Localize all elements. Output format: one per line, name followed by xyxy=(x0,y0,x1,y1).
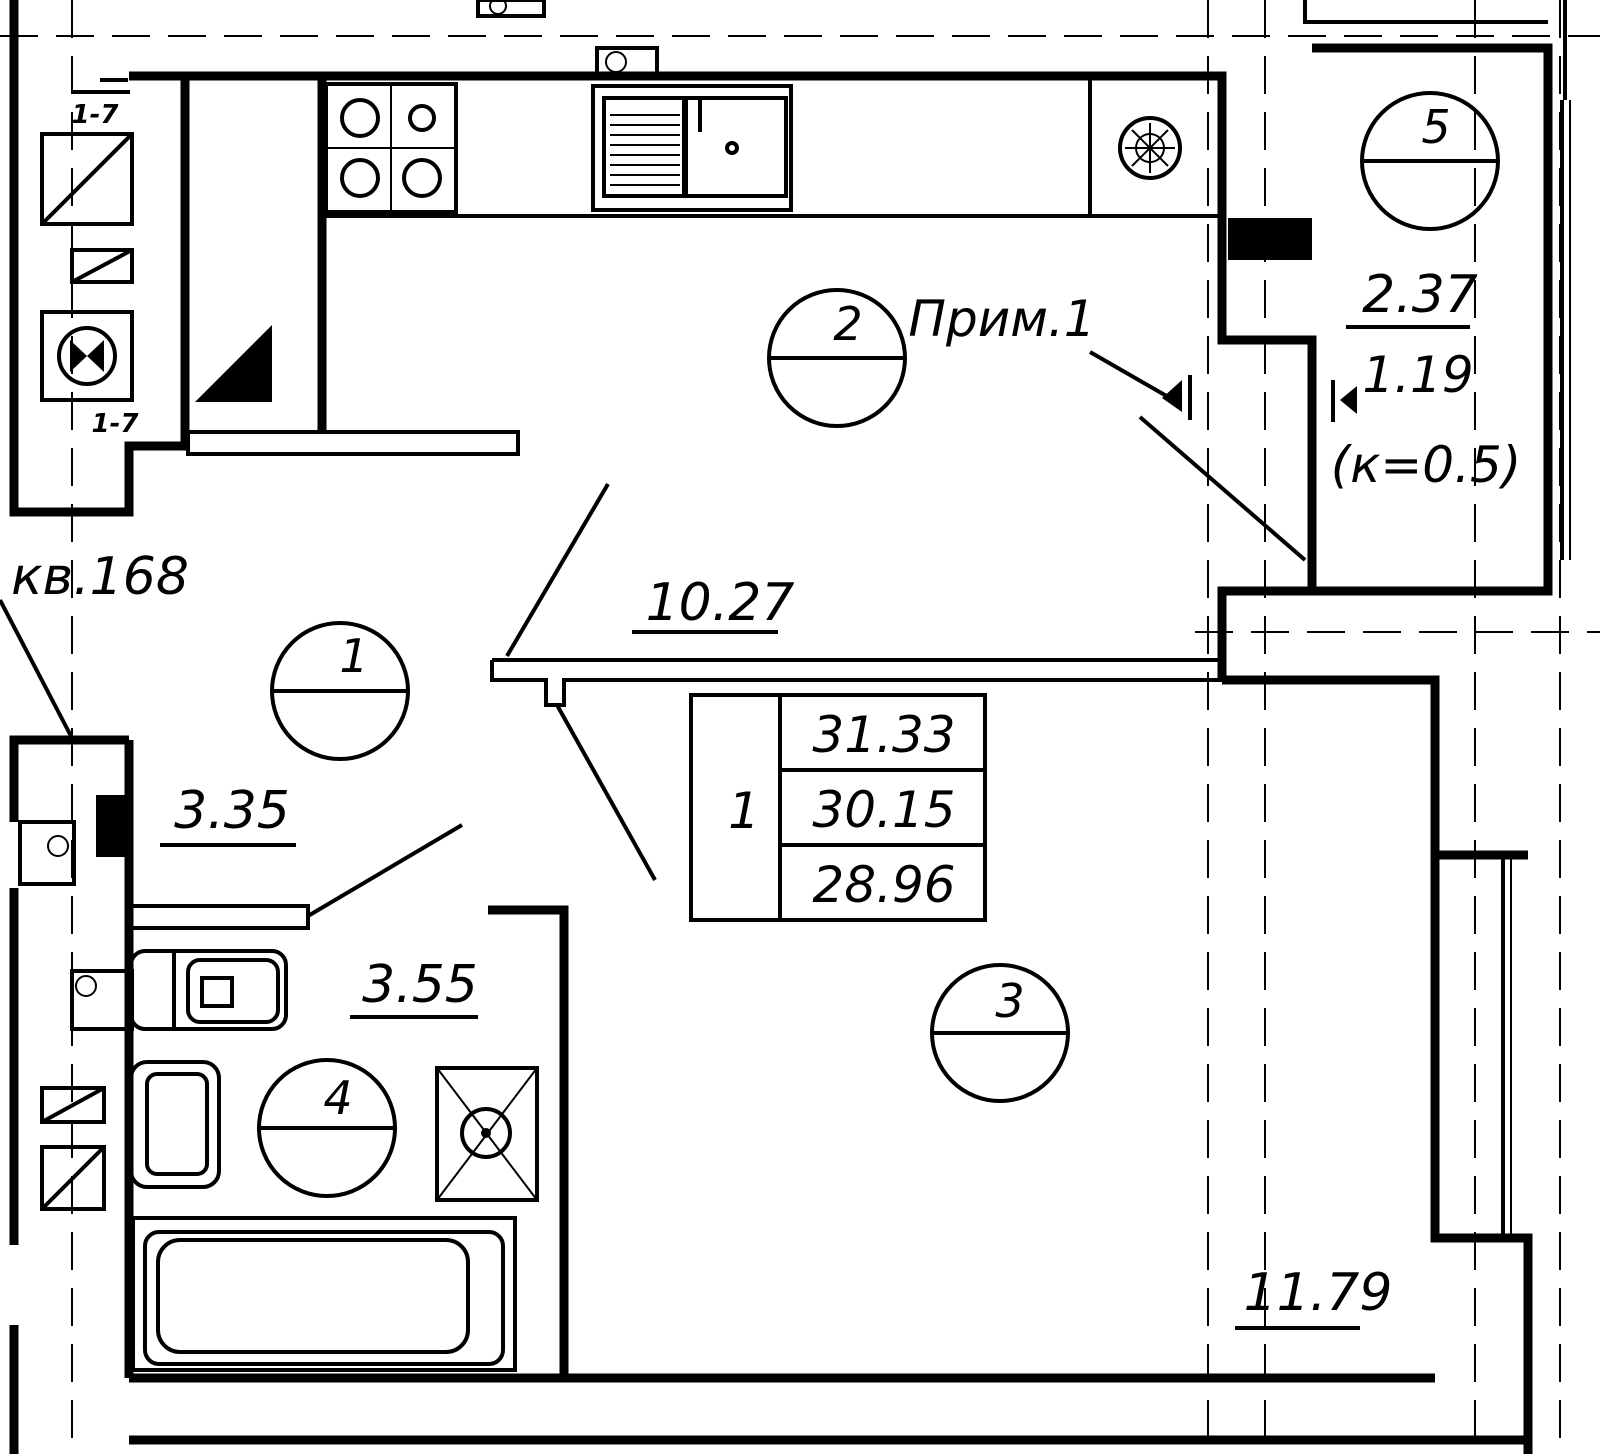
room-marker-5: 5 xyxy=(1360,91,1500,231)
room-4-area: 3.55 xyxy=(362,955,478,1015)
room-1-area: 3.35 xyxy=(174,781,290,841)
room-5-coefficient: (к=0.5) xyxy=(1331,436,1522,494)
room-5-number: 5 xyxy=(1421,100,1450,154)
room-2-area: 10.27 xyxy=(646,573,795,633)
table-area-without-balcony: 28.96 xyxy=(812,856,955,914)
vent-mark-bottom: 1-7 xyxy=(92,409,140,439)
stove-icon xyxy=(324,82,458,214)
room-5-reduced-area: 1.19 xyxy=(1362,346,1473,404)
note-ref-label: Прим.1 xyxy=(908,290,1095,348)
boiler-icon xyxy=(1118,116,1182,180)
riser-icons xyxy=(18,820,134,1211)
balcony-window xyxy=(1501,100,1571,1238)
vent-mark-top: 1-7 xyxy=(72,100,120,130)
walls xyxy=(9,0,1567,1454)
table-total-area: 31.33 xyxy=(812,706,955,764)
room-marker-1: 1 xyxy=(270,621,410,761)
toilet-icon xyxy=(129,949,288,1031)
fan-icon xyxy=(57,326,117,386)
room-marker-3: 3 xyxy=(930,963,1070,1103)
room-4-number: 4 xyxy=(323,1071,352,1125)
apartment-ref-label: кв.168 xyxy=(11,547,189,607)
room-3-area: 11.79 xyxy=(1244,1263,1393,1323)
sink-icon xyxy=(591,46,793,212)
kitchen-counter xyxy=(322,80,1222,218)
room-3-number: 3 xyxy=(995,974,1024,1028)
table-rooms-count: 1 xyxy=(728,782,760,840)
leaders xyxy=(0,350,1357,739)
room-1-number: 1 xyxy=(339,629,368,683)
room-5-area: 2.37 xyxy=(1362,265,1478,325)
bathtub-icon xyxy=(131,1216,517,1372)
door-swings xyxy=(306,482,657,918)
room-2-number: 2 xyxy=(833,297,862,351)
shower-drain-icon xyxy=(435,1066,539,1202)
room-marker-4: 4 xyxy=(257,1058,397,1198)
vent-shaft xyxy=(40,78,134,402)
washbasin-icon xyxy=(129,1060,221,1189)
table-living-area: 30.15 xyxy=(812,781,955,839)
summary-table: 1 31.33 30.15 28.96 xyxy=(689,693,987,922)
room-marker-2: 2 xyxy=(767,288,907,428)
